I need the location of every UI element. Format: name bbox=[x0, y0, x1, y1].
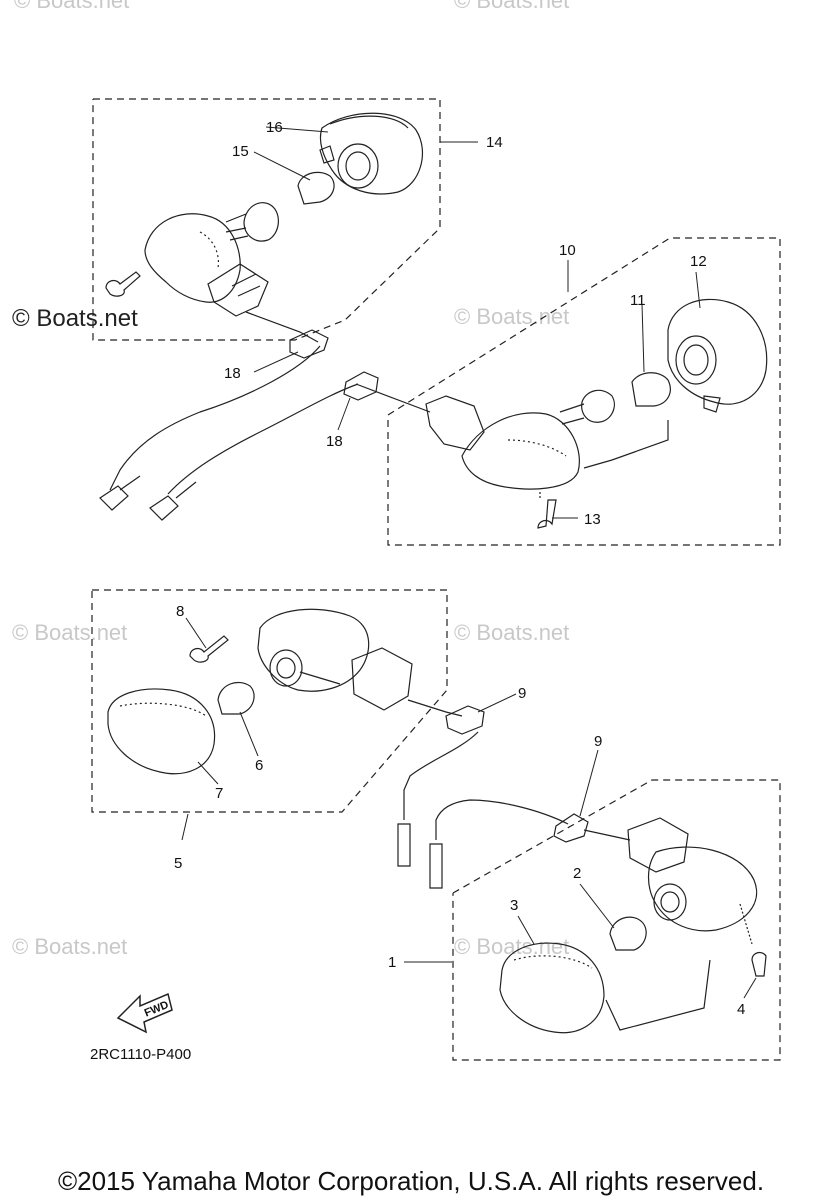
screw-8-shape bbox=[189, 635, 229, 663]
callout-9-lower: 9 bbox=[594, 733, 602, 750]
callout-18-lower: 18 bbox=[326, 433, 343, 450]
bulb-2-shape bbox=[609, 916, 647, 951]
watermark-mid-left: © Boats.net bbox=[12, 305, 138, 332]
watermark-lower-right: © Boats.net bbox=[454, 620, 570, 645]
callout-16: 16 bbox=[266, 119, 283, 136]
grommet-9-lower bbox=[553, 813, 589, 843]
assembly-1-group bbox=[452, 779, 781, 1061]
grommet-18-upper bbox=[289, 329, 329, 359]
callout-15: 15 bbox=[232, 143, 249, 160]
assembly-5-boundary bbox=[91, 589, 448, 813]
callout-5: 5 bbox=[174, 855, 182, 872]
lower-wiring-group bbox=[397, 705, 589, 889]
watermark-lower-left: © Boats.net bbox=[12, 620, 128, 645]
assembly-1-boundary bbox=[452, 779, 781, 1061]
housing-10-shape bbox=[461, 412, 580, 490]
callout-4: 4 bbox=[737, 1001, 745, 1018]
grommet-18-lower bbox=[343, 371, 379, 401]
callout-6: 6 bbox=[255, 757, 263, 774]
assembly-10-boundary bbox=[387, 237, 781, 546]
housing-5-shape bbox=[257, 608, 370, 692]
leader-lines bbox=[181, 126, 757, 999]
callout-10: 10 bbox=[559, 242, 576, 259]
screw-4-shape bbox=[751, 951, 767, 977]
lens-3-shape bbox=[499, 942, 605, 1034]
terminal-lower-left bbox=[397, 823, 411, 867]
housing-1-shape bbox=[647, 846, 758, 932]
bulb-6-shape bbox=[217, 681, 255, 715]
upper-wiring-group bbox=[99, 329, 379, 521]
assembly-14-group bbox=[92, 98, 441, 343]
housing-14-shape bbox=[144, 213, 241, 303]
watermark-top-right: © Boats.net bbox=[454, 0, 570, 13]
fwd-arrow-icon bbox=[116, 992, 173, 1034]
callout-2: 2 bbox=[573, 865, 581, 882]
bulb-15-shape bbox=[297, 171, 335, 205]
terminal-upper-right bbox=[149, 495, 179, 521]
callout-13: 13 bbox=[584, 511, 601, 528]
callout-11: 11 bbox=[630, 292, 646, 309]
callout-8: 8 bbox=[176, 603, 184, 620]
terminal-upper-left bbox=[99, 485, 129, 511]
copyright-notice: ©2015 Yamaha Motor Corporation, U.S.A. A… bbox=[57, 1166, 765, 1196]
lens-7-shape bbox=[107, 688, 216, 775]
lens-12-shape bbox=[667, 298, 768, 405]
callout-7: 7 bbox=[215, 785, 223, 802]
watermark-mid-right: © Boats.net bbox=[454, 304, 570, 329]
callout-12: 12 bbox=[690, 253, 707, 270]
callout-labels: 16 15 14 10 12 11 18 18 13 8 9 6 7 9 5 2… bbox=[143, 119, 746, 1019]
callout-1: 1 bbox=[388, 954, 396, 971]
grommet-9-upper bbox=[445, 705, 485, 735]
assembly-10-group bbox=[355, 237, 781, 546]
callout-9-upper: 9 bbox=[518, 685, 526, 702]
callout-3: 3 bbox=[510, 897, 518, 914]
callout-18-upper: 18 bbox=[224, 365, 241, 382]
assembly-14-boundary bbox=[92, 98, 441, 341]
watermark-top-left: © Boats.net bbox=[14, 0, 130, 13]
callout-14: 14 bbox=[486, 134, 503, 151]
screw-13-shape bbox=[537, 499, 557, 529]
terminal-lower-right bbox=[429, 843, 443, 889]
bulb-11-shape bbox=[631, 372, 671, 407]
diagram-code: 2RC1110-P400 bbox=[90, 1046, 192, 1063]
assembly-5-group bbox=[91, 589, 463, 813]
watermark-bottom-left: © Boats.net bbox=[12, 934, 128, 959]
